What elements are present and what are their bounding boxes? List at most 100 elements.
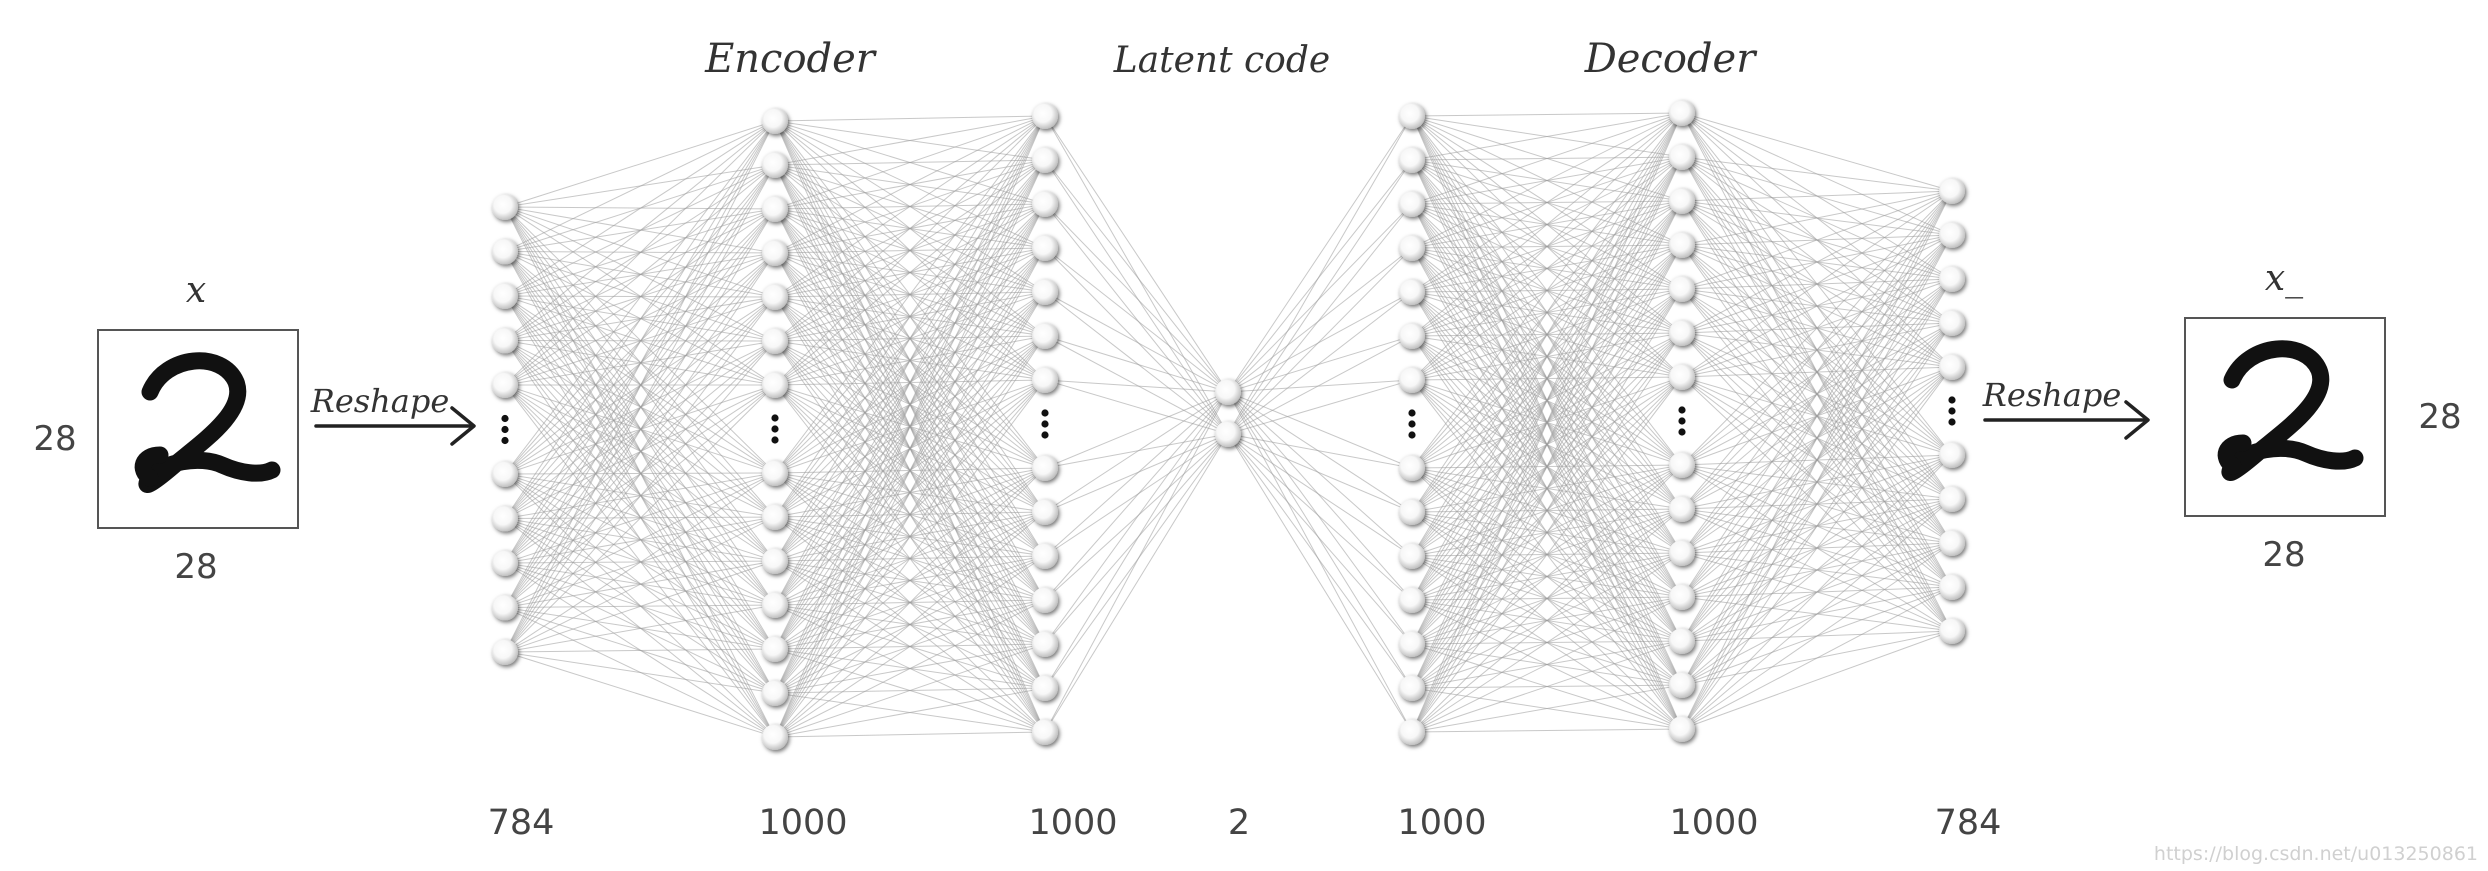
connection-0-2-0 — [504, 120, 776, 297]
connection-3-1-5 — [1227, 335, 1413, 435]
layer-size-label-2: 1000 — [1028, 803, 1117, 843]
connection-0-4-0 — [504, 120, 776, 386]
connection-3-0-4 — [1227, 291, 1413, 393]
input-image — [97, 329, 299, 529]
connection-0-9-11 — [504, 648, 776, 653]
layer-size-label-6: 784 — [1935, 803, 2002, 843]
connection-3-0-5 — [1227, 335, 1413, 393]
connection-1-12-0 — [774, 115, 1046, 694]
input-reshape-arrow — [314, 406, 476, 446]
connection-1-13-3 — [774, 247, 1046, 738]
neuron-5-8 — [1669, 496, 1695, 522]
neuron-4-3 — [1399, 235, 1425, 261]
ellipsis-dot-0-1 — [501, 425, 509, 434]
neuron-1-2 — [762, 196, 788, 222]
connection-4-7-0 — [1411, 112, 1683, 469]
neuron-0-1 — [492, 238, 518, 265]
connection-4-10-0 — [1411, 112, 1683, 601]
neuron-2-4 — [1032, 279, 1058, 305]
connection-0-9-8 — [504, 516, 776, 653]
connection-4-13-12 — [1411, 684, 1683, 733]
connection-2-9-1 — [1044, 433, 1229, 557]
connection-5-0-0 — [1681, 112, 1953, 192]
ellipsis-dot-4-1 — [1408, 420, 1416, 428]
connection-1-10-0 — [774, 115, 1046, 606]
neuron-2-9 — [1032, 543, 1058, 569]
connection-1-13-12 — [774, 687, 1046, 738]
neuron-1-1 — [762, 152, 788, 178]
input-width-label: 28 — [174, 547, 217, 587]
connection-4-8-0 — [1411, 112, 1683, 513]
ellipsis-dot-6-2 — [1948, 418, 1956, 426]
connection-2-8-1 — [1044, 433, 1229, 513]
connection-0-6-0 — [504, 120, 776, 519]
connection-3-0-10 — [1227, 391, 1413, 601]
connection-1-4-0 — [774, 115, 1046, 298]
connection-2-2-0 — [1044, 203, 1229, 393]
neuron-6-3 — [1939, 310, 1965, 336]
connection-2-13-1 — [1044, 433, 1229, 733]
layer-size-label-1: 1000 — [758, 803, 847, 843]
connection-0-9-10 — [504, 604, 776, 653]
output-height-label: 28 — [2418, 397, 2461, 437]
neuron-2-13 — [1032, 719, 1058, 745]
neuron-0-0 — [492, 194, 518, 220]
output-reshape-arrow — [1983, 400, 2150, 440]
neuron-0-7 — [492, 550, 518, 576]
connection-4-13-4 — [1411, 288, 1683, 733]
connection-0-9-0 — [504, 120, 776, 653]
neuron-1-5 — [762, 328, 788, 354]
connection-0-9-3 — [504, 252, 776, 653]
connection-3-1-13 — [1227, 433, 1413, 733]
layer-size-label-4: 1000 — [1397, 803, 1486, 843]
connection-2-5-0 — [1044, 335, 1229, 393]
connection-1-13-9 — [774, 555, 1046, 738]
neuron-4-13 — [1399, 719, 1425, 745]
connection-1-5-0 — [774, 115, 1046, 342]
connection-5-13-6 — [1681, 498, 1953, 730]
connection-4-9-0 — [1411, 112, 1683, 557]
connection-1-13-2 — [774, 203, 1046, 738]
neuron-1-4 — [762, 284, 788, 310]
connection-2-11-0 — [1044, 391, 1229, 645]
connection-3-0-13 — [1227, 391, 1413, 733]
neuron-3-1 — [1215, 421, 1241, 447]
ellipsis-dot-0-0 — [501, 414, 509, 423]
connection-5-13-8 — [1681, 586, 1953, 730]
connection-5-13-3 — [1681, 322, 1953, 730]
neuron-5-1 — [1669, 144, 1695, 170]
connection-0-9-12 — [504, 651, 776, 694]
neuron-4-2 — [1399, 191, 1425, 217]
neuron-4-4 — [1399, 279, 1425, 305]
connection-0-1-0 — [504, 120, 776, 252]
neuron-5-13 — [1669, 716, 1695, 742]
connection-4-1-0 — [1411, 112, 1683, 161]
neuron-1-13 — [762, 724, 788, 750]
connection-1-13-5 — [774, 335, 1046, 738]
connection-4-12-0 — [1411, 112, 1683, 689]
connection-3-1-3 — [1227, 247, 1413, 435]
neuron-5-12 — [1669, 672, 1695, 698]
neuron-1-10 — [762, 592, 788, 618]
connection-4-2-0 — [1411, 112, 1683, 205]
neuron-2-12 — [1032, 675, 1058, 701]
neuron-4-5 — [1399, 323, 1425, 349]
connection-0-3-0 — [504, 120, 776, 341]
neuron-2-8 — [1032, 499, 1058, 525]
connection-5-11-0 — [1681, 190, 1953, 642]
ellipsis-dot-5-1 — [1678, 417, 1686, 425]
input-height-label: 28 — [33, 419, 76, 459]
neuron-0-9 — [492, 639, 518, 665]
neuron-1-12 — [762, 680, 788, 706]
connection-3-1-10 — [1227, 433, 1413, 601]
ellipsis-dot-2-1 — [1041, 420, 1049, 428]
connection-1-13-7 — [774, 467, 1046, 738]
connection-4-13-0 — [1411, 112, 1683, 733]
connection-1-13-10 — [774, 599, 1046, 738]
connection-1-13-0 — [774, 115, 1046, 738]
neuron-1-7 — [762, 460, 788, 486]
connection-2-8-0 — [1044, 391, 1229, 513]
ellipsis-dot-6-0 — [1948, 396, 1956, 404]
connection-5-8-0 — [1681, 190, 1953, 510]
connection-2-13-0 — [1044, 391, 1229, 733]
